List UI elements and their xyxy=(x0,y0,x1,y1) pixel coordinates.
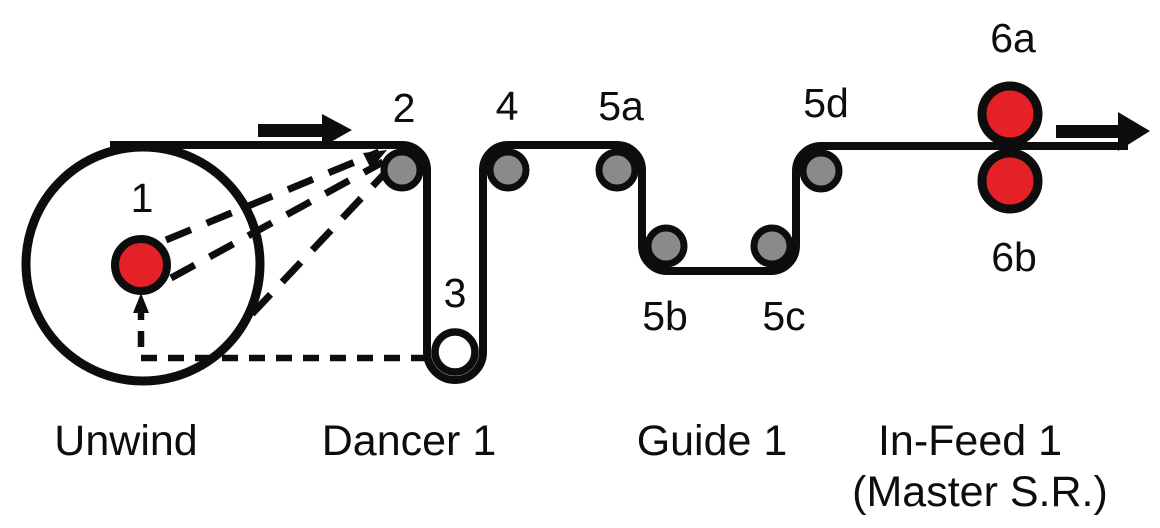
label-component-5a: 5a xyxy=(598,83,644,129)
web-direction-arrow-in xyxy=(258,114,352,147)
diameter-sense-line-top xyxy=(164,148,381,244)
nip-roller-6b xyxy=(977,148,1043,214)
sense-cone-arrowhead-icon xyxy=(363,150,387,169)
label-component-5c: 5c xyxy=(762,293,805,339)
label-component-5d: 5d xyxy=(803,80,849,126)
label-component-6a: 6a xyxy=(990,15,1036,61)
arrow-shaft xyxy=(258,124,324,137)
web-direction-arrow-out xyxy=(1056,112,1150,151)
station-label-unwind: Unwind xyxy=(54,417,197,465)
dancer-roller-3 xyxy=(431,328,479,376)
label-component-3: 3 xyxy=(444,270,467,316)
dancer-feedback-line xyxy=(137,300,454,362)
station-sublabel-infeed: (Master S.R.) xyxy=(852,468,1108,516)
label-component-2: 2 xyxy=(393,85,416,131)
diameter-sense-line-bottom xyxy=(249,170,388,317)
label-component-5b: 5b xyxy=(642,293,688,339)
diameter-sense-line-middle xyxy=(169,158,385,282)
guide-roller-5c xyxy=(750,224,794,268)
idler-roller-4 xyxy=(486,148,530,192)
guide-roller-5d xyxy=(799,149,843,193)
label-component-6b: 6b xyxy=(991,234,1037,280)
guide-roller-5a xyxy=(595,148,639,192)
guide-roller-5b xyxy=(644,224,688,268)
station-label-infeed: In-Feed 1 xyxy=(878,417,1062,465)
idler-roller-2 xyxy=(380,148,424,192)
station-label-guide: Guide 1 xyxy=(637,417,788,465)
arrow-head-icon xyxy=(322,114,352,147)
nip-roller-6a xyxy=(977,81,1043,147)
label-component-4: 4 xyxy=(496,83,519,129)
arrow-head-icon xyxy=(1118,112,1150,151)
unwind-core-roller-1 xyxy=(111,235,171,295)
feedback-arrowhead-icon xyxy=(133,293,149,313)
arrow-shaft xyxy=(1056,125,1120,138)
web-path xyxy=(110,141,1128,384)
station-label-dancer: Dancer 1 xyxy=(322,417,496,465)
label-component-1: 1 xyxy=(131,175,154,221)
